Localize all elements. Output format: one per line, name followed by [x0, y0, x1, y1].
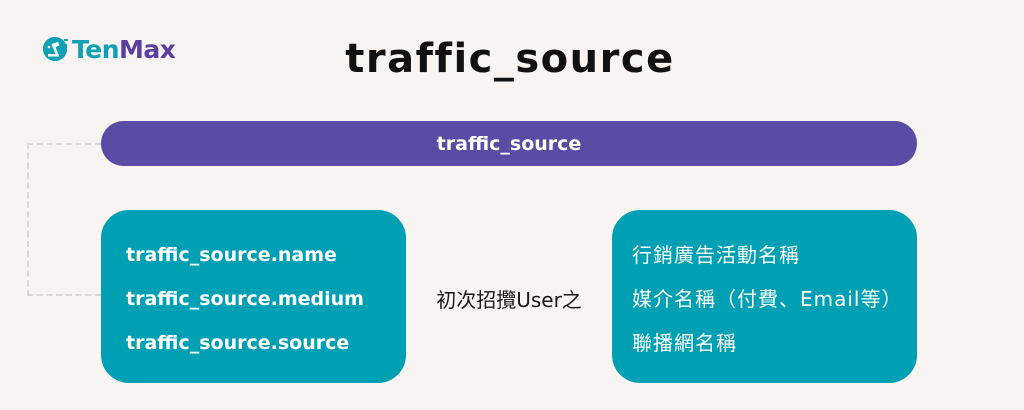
field-medium-item: traffic_source.medium	[126, 288, 364, 310]
page-title-text: traffic_source	[345, 36, 675, 82]
field-names-box: traffic_source.name traffic_source.mediu…	[101, 210, 406, 383]
description-medium-item: 媒介名稱（付費、Email等）	[632, 287, 903, 311]
dashed-connector	[27, 143, 101, 296]
logo-text-ten: Ten	[72, 34, 120, 64]
field-source-item: traffic_source.source	[126, 332, 350, 354]
field-name-item: traffic_source.name	[126, 244, 337, 266]
logo-text-max: Max	[119, 34, 176, 64]
field-descriptions-box: 行銷廣告活動名稱 媒介名稱（付費、Email等） 聯播網名稱	[612, 210, 917, 383]
tenmax-logo: TenMax	[42, 34, 176, 64]
parent-node-label: traffic_source	[436, 132, 582, 155]
description-name-item: 行銷廣告活動名稱	[632, 243, 800, 267]
page-title: traffic_source	[0, 36, 1024, 82]
description-source-item: 聯播網名稱	[632, 331, 737, 355]
gavel-icon	[42, 36, 68, 62]
parent-node: traffic_source	[101, 121, 917, 166]
relation-label: 初次招攬User之	[436, 288, 582, 312]
